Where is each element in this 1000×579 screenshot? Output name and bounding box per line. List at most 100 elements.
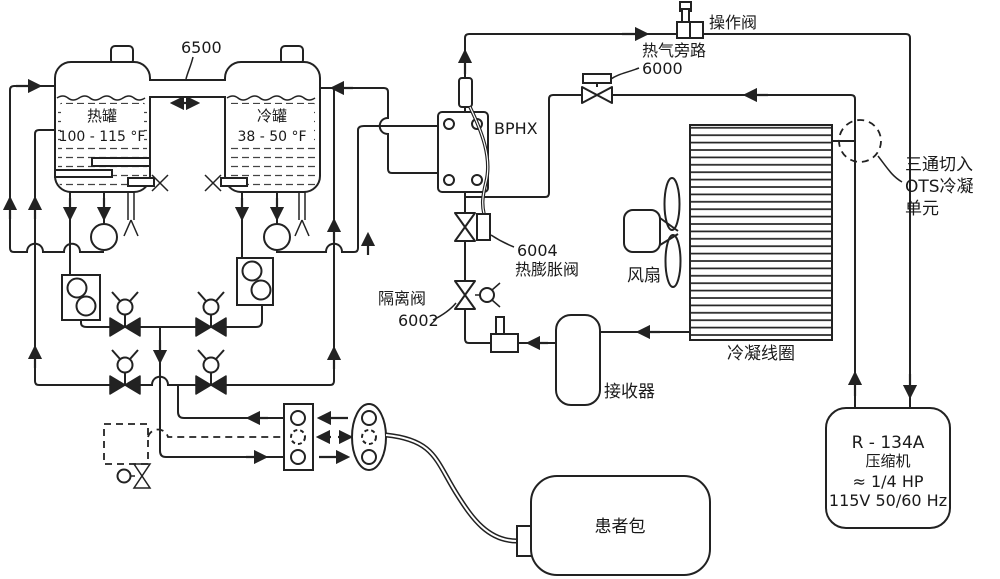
hot-tank-range: 100 - 115 °F (59, 129, 146, 145)
compressor-refrigerant: R - 134A (852, 433, 925, 453)
condenser-coil-label: 冷凝线圈 (727, 344, 795, 364)
sight-glass-body (490, 333, 519, 353)
fan-shaft (659, 217, 679, 246)
service-branch-box (103, 423, 149, 465)
cold-flow-meter-dial (241, 260, 263, 282)
hot-gas-bypass-leader (610, 67, 640, 80)
cold-tank-drain-valve-icon (204, 174, 222, 192)
hot-gas-bypass-valve (581, 73, 613, 104)
service-drain-valve (116, 463, 152, 489)
fan-label: 风扇 (627, 266, 661, 286)
receiver-body (555, 314, 601, 406)
txv-ref: 6004 (517, 241, 558, 260)
bphx-bolt (443, 118, 455, 130)
txv-name: 热膨胀阀 (515, 260, 579, 279)
connector-block (283, 403, 314, 471)
operation-valve-body (676, 21, 691, 39)
three-way-note-line3: 单元 (905, 199, 939, 219)
bphx-heat-exchanger: BPHX (437, 111, 538, 193)
connector-port-optional (290, 429, 306, 445)
tank-link-ref: 6500 (181, 38, 222, 57)
hot-tank-label-plate (61, 104, 144, 146)
hot-tank-drain-valve-icon (151, 174, 169, 192)
tank-link-channel-fill (149, 79, 226, 98)
plug-port-optional (361, 429, 377, 445)
three-way-marker: 三通切入 OTS冷凝 单元 (838, 119, 974, 219)
cold-flow-meter-dial (250, 279, 272, 301)
hot-gas-bypass-callout: 热气旁路 6000 (610, 41, 706, 80)
hot-gas-bypass-name: 热气旁路 (642, 41, 706, 60)
cold-tank: 冷罐 38 - 50 °F (204, 45, 321, 237)
bypass-valve-body (581, 86, 613, 104)
fan-blade (663, 177, 681, 231)
bphx-bolt (443, 174, 455, 186)
manual-valve (195, 349, 227, 395)
hot-tank-drain-stub (127, 177, 155, 187)
pipe-bphx-outlet-to-cold-tank (320, 87, 438, 174)
operation-valve-body (689, 21, 704, 39)
flow-arrows (2, 26, 918, 465)
txv-capillary (468, 106, 490, 215)
cold-tank-label-plate (231, 104, 314, 146)
receiver-label: 接收器 (604, 382, 655, 402)
bphx-bolt (471, 174, 483, 186)
isolation-valve-leader (432, 302, 457, 321)
isolation-valve (454, 280, 501, 310)
sight-glass (490, 316, 519, 353)
condenser-coil-body (689, 124, 833, 341)
connector-port (290, 410, 306, 426)
cold-tank-waterline (226, 95, 316, 101)
plug-port (361, 449, 377, 465)
cold-tank-thermowell (294, 192, 310, 237)
patient-pack-label: 患者包 (595, 517, 646, 537)
patient-pack-body (530, 475, 711, 576)
operation-valve-stem (681, 8, 690, 24)
hot-flow-meter-dial (75, 295, 97, 317)
service-branch-line (147, 428, 284, 438)
pipe-tee-down-to-connector (159, 327, 284, 458)
sight-glass-stem (495, 316, 505, 336)
pipe-connector-return (177, 385, 284, 419)
bphx-label: BPHX (494, 119, 538, 138)
operation-valve: 操作阀 (676, 1, 757, 39)
compressor-body (825, 407, 951, 529)
cold-flow-meter (236, 257, 274, 306)
pipe-hot-meter-to-tee (80, 320, 160, 328)
isolation-valve-name: 隔离阀 (378, 289, 426, 308)
compressor-name: 压缩机 (865, 452, 910, 470)
heater-bar (54, 169, 113, 178)
isolation-valve-callout: 隔离阀 6002 (378, 289, 457, 330)
manual-valve (195, 291, 227, 337)
tank-link-leader (185, 56, 194, 80)
cold-tank-name: 冷罐 (257, 107, 287, 125)
pipe-txv-riser (464, 192, 556, 344)
pipe-suction-line (464, 33, 911, 408)
operation-valve-label: 操作阀 (709, 13, 757, 32)
isolation-valve-ref: 6002 (398, 311, 439, 330)
isolation-valve-handle (479, 287, 495, 303)
manual-valve (109, 291, 141, 337)
compressor-power: ≈ 1/4 HP (852, 472, 923, 491)
tank-link-channel-walls (149, 79, 226, 98)
three-way-leader (877, 155, 903, 183)
compressor: R - 134A 压缩机 ≈ 1/4 HP 115V 50/60 Hz (825, 407, 951, 529)
hot-tank-thermowell (123, 192, 139, 237)
receiver: 接收器 (555, 314, 655, 406)
pipe-discharge-and-bypass (465, 94, 856, 408)
service-branch (103, 423, 284, 489)
condenser-coil: 冷凝线圈 (689, 124, 833, 364)
heater-bar (91, 157, 151, 167)
txv-sensing-bulb (458, 77, 473, 108)
connector-plug (351, 403, 387, 471)
patient-pack: 患者包 (516, 475, 711, 576)
hot-flow-meter (61, 274, 101, 321)
three-way-note-line2: OTS冷凝 (905, 177, 974, 197)
fan-blade (664, 234, 682, 288)
compressor-electrical: 115V 50/60 Hz (829, 491, 947, 510)
tank-link-channel (149, 79, 226, 98)
fan-motor (623, 209, 661, 253)
pipe-cold-pump-to-bphx-inlet (276, 125, 438, 253)
manual-valve (109, 349, 141, 395)
pipe-cold-meter-to-tee (160, 305, 263, 328)
